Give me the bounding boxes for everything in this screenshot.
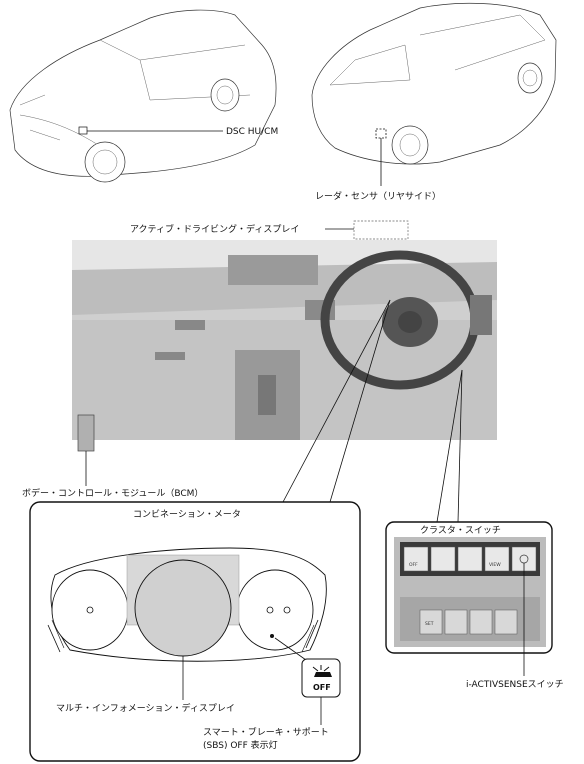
cluster-switch-2[interactable]	[430, 546, 456, 572]
lower-switch-4[interactable]	[494, 609, 518, 635]
cluster-switch-row-top: OFF VIEW	[403, 546, 537, 572]
interior-photo	[72, 240, 497, 452]
sbs-off-label-line1: スマート・ブレーキ・サポート	[203, 726, 329, 738]
lower-switch-1-label: SET	[425, 621, 434, 627]
cluster-switch-4[interactable]	[484, 546, 510, 572]
cluster-switch-1[interactable]	[403, 546, 429, 572]
front-car-illustration	[9, 9, 277, 183]
active-display-label: アクティブ・ドライビング・ディスプレイ	[130, 223, 299, 235]
rear-car-illustration	[311, 2, 557, 165]
multi-information-display	[126, 554, 240, 700]
active-display-marker	[325, 220, 409, 240]
i-activsense-label: i-ACTIVSENSEスイッチ	[466, 679, 564, 690]
cluster-switch-4-label: VIEW	[489, 562, 501, 568]
radar-sensor-label: レーダ・センサ（リヤサイド）	[315, 190, 441, 202]
cluster-switch-3[interactable]	[457, 546, 483, 572]
lower-switch-3[interactable]	[469, 609, 493, 635]
dsc-hu-cm-marker	[78, 126, 223, 135]
sbs-off-indicator: OFF	[274, 637, 341, 725]
cluster-switch-inset	[385, 521, 553, 654]
dsc-hu-cm-label: DSC HU/CM	[226, 127, 278, 137]
meter-leaders	[282, 299, 463, 523]
combination-meter-label: コンビネーション・メータ	[133, 509, 241, 520]
sbs-off-label-line2: (SBS) OFF 表示灯	[203, 739, 278, 751]
car-collision-icon	[312, 665, 332, 677]
cluster-switch-label: クラスタ・スイッチ	[420, 525, 501, 536]
bcm-label: ボデー・コントロール・モジュール（BCM）	[22, 487, 203, 499]
radar-sensor-marker	[375, 128, 387, 186]
lower-switch-2[interactable]	[444, 609, 468, 635]
sbs-off-indicator-text: OFF	[313, 683, 331, 692]
multi-info-display-label: マルチ・インフォメーション・ディスプレイ	[56, 702, 235, 714]
cluster-switch-1-label: OFF	[409, 562, 418, 568]
cluster-switch-row-bottom: SET	[419, 609, 518, 635]
lower-switch-1[interactable]	[419, 609, 443, 635]
